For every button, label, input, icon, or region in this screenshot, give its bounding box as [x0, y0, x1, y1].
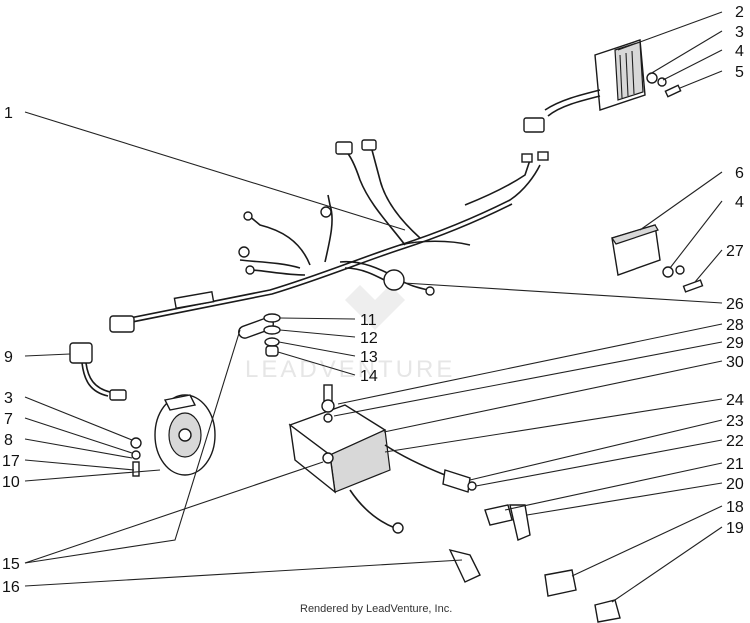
callout-labels: 1 2 3 4 5 6 4 27 26 28 29 30 24 23 22 21… — [2, 4, 744, 596]
callout-11: 11 — [360, 312, 377, 329]
voltage-regulator — [523, 39, 682, 133]
callout-19: 19 — [726, 520, 744, 537]
horn-assembly — [69, 342, 216, 477]
callout-1: 1 — [4, 105, 13, 122]
callout-13: 13 — [360, 349, 378, 366]
callout-6: 6 — [735, 165, 744, 182]
callout-3: 3 — [735, 24, 744, 41]
callout-27: 27 — [726, 243, 744, 260]
callout-21: 21 — [726, 456, 744, 473]
callout-3b: 3 — [4, 390, 13, 407]
callout-12: 12 — [360, 330, 378, 347]
spacer-stack — [238, 313, 281, 357]
callout-30: 30 — [726, 354, 744, 371]
callout-4: 4 — [735, 43, 744, 60]
callout-22: 22 — [726, 433, 744, 450]
callout-15: 15 — [2, 556, 20, 573]
relay-module — [611, 224, 704, 293]
callout-26: 26 — [726, 296, 744, 313]
callout-24: 24 — [726, 392, 744, 409]
callout-8: 8 — [4, 432, 13, 449]
callout-9: 9 — [4, 349, 13, 366]
callout-29: 29 — [726, 335, 744, 352]
callout-14: 14 — [360, 368, 378, 385]
callout-2: 2 — [735, 4, 744, 21]
watermark: LEADVENTURE — [245, 285, 455, 383]
callout-18: 18 — [726, 499, 744, 516]
leader-lines — [24, 11, 723, 603]
callout-20: 20 — [726, 476, 744, 493]
callout-28: 28 — [726, 317, 744, 334]
callout-5: 5 — [735, 64, 744, 81]
render-caption: Rendered by LeadVenture, Inc. — [300, 603, 452, 615]
o-ring — [383, 269, 405, 291]
callout-4b: 4 — [735, 194, 744, 211]
callout-10: 10 — [2, 474, 20, 491]
wiring-harness — [109, 139, 549, 333]
callout-7: 7 — [4, 411, 13, 428]
ignition-unit — [288, 384, 621, 623]
callout-17: 17 — [2, 453, 20, 470]
callout-23: 23 — [726, 413, 744, 430]
watermark-text: LEADVENTURE — [245, 356, 455, 383]
callout-16: 16 — [2, 579, 20, 596]
